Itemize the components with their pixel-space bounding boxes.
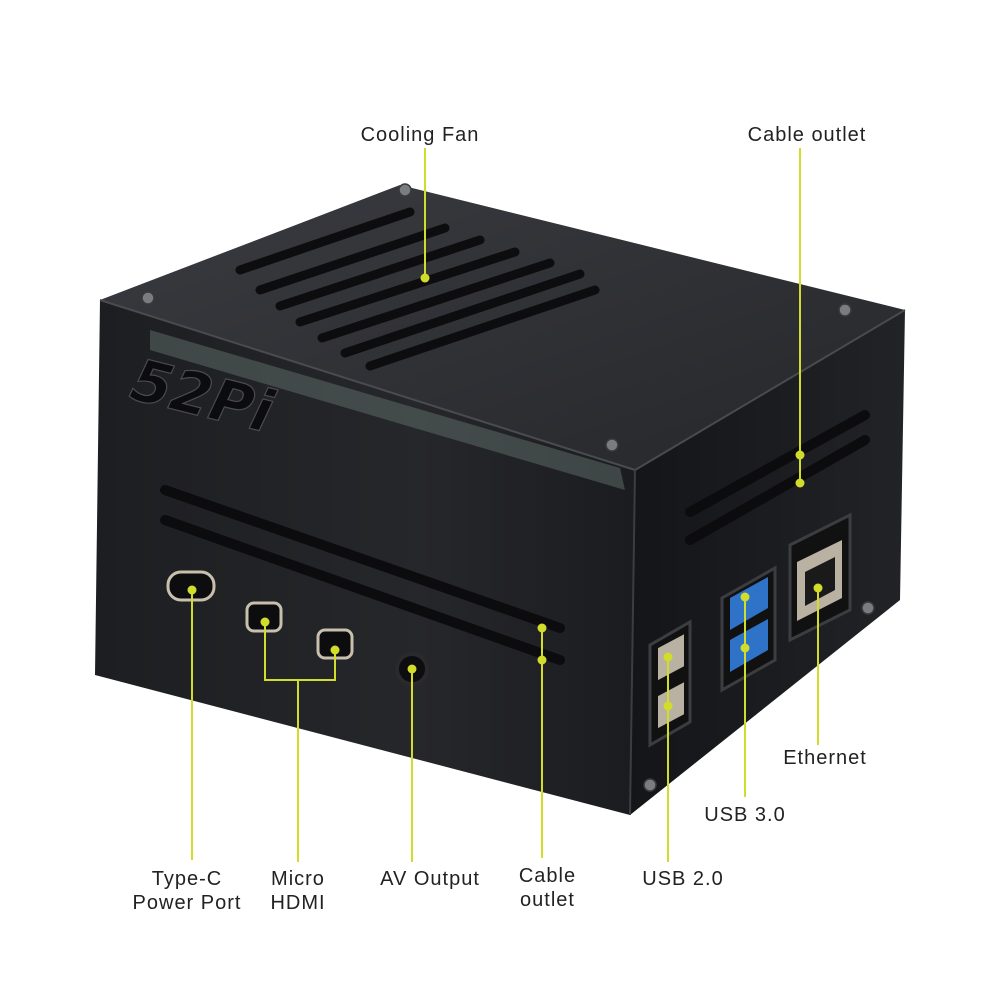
label-cable-outlet-top: Cable outlet [747,124,867,146]
side-vent-slots [685,410,870,545]
screw-icons [141,183,875,792]
label-usb2: USB 2.0 [642,868,724,890]
label-type-c-power-port: Type-C Power Port [132,868,242,914]
callout-lines [191,148,819,862]
label-micro-hdmi: Micro HDMI [270,868,326,914]
case-top-face [100,185,905,470]
metal-case: 52Pi [95,183,906,816]
label-cooling-fan: Cooling Fan [360,124,480,146]
front-vent-slots [160,485,565,665]
label-av-output: AV Output [380,868,480,890]
fan-vent-slots [235,207,600,371]
label-cable-outlet-front: Cable outlet [518,865,577,911]
label-ethernet: Ethernet [783,747,867,769]
callout-dots [187,273,823,711]
board-window [150,330,625,490]
label-usb3: USB 3.0 [704,804,786,826]
